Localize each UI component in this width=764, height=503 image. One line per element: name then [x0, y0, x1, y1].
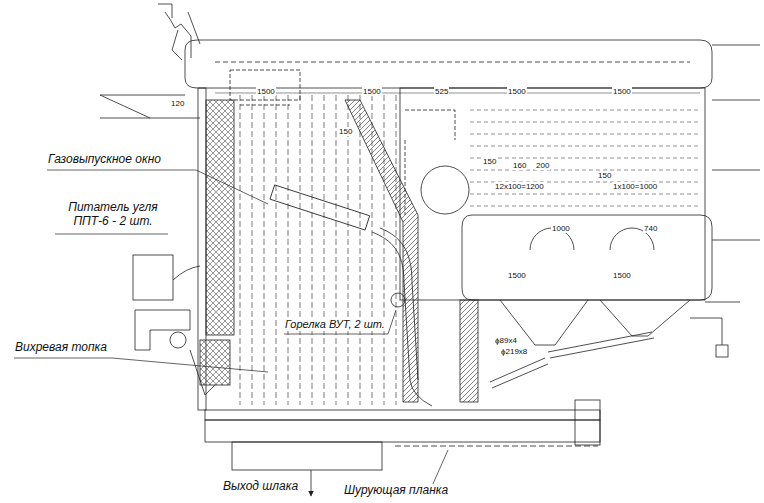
- tube-row: [470, 110, 700, 111]
- platforms: [705, 45, 760, 302]
- cyclone-hoppers: [716, 345, 728, 357]
- upper-drum: [215, 62, 690, 63]
- leader-line: [55, 234, 168, 235]
- dimension-label: 160: [512, 161, 527, 170]
- tube-row: [470, 170, 700, 171]
- burner: [270, 185, 432, 406]
- screen-tube: [324, 95, 325, 405]
- top-piping: [158, 4, 200, 60]
- cyclone-hoppers: [690, 318, 722, 345]
- screen-tube: [276, 95, 277, 405]
- burner: [391, 293, 405, 307]
- dimension-label: 1500: [612, 87, 632, 96]
- platforms: [100, 95, 200, 118]
- dimension-label: 150: [482, 157, 497, 166]
- dimension-label: 1x100=1000: [612, 182, 658, 191]
- dimension-label: 1500: [612, 271, 632, 280]
- convective-section: [400, 88, 705, 300]
- cyclone-hoppers: [490, 300, 728, 388]
- dimension-label: 525: [434, 87, 449, 96]
- dimension-label: 1500: [507, 87, 527, 96]
- dimension-label: 120: [170, 99, 185, 108]
- cyclone-hoppers: [490, 358, 548, 388]
- callout-label: Выход шлака: [222, 480, 299, 494]
- screen-tube: [300, 95, 301, 405]
- partition-wall: [460, 300, 478, 402]
- partition-wall: [345, 100, 478, 402]
- coal-feeder: [190, 350, 215, 395]
- callout-label: Шурующая планка: [343, 484, 449, 498]
- dimension-label: 1500: [256, 87, 276, 96]
- screen-tube: [240, 95, 241, 405]
- grate: [205, 400, 600, 496]
- screen-tube: [264, 95, 265, 405]
- partition-wall: [345, 100, 418, 402]
- leader-line: [14, 170, 448, 486]
- convective-section: [421, 166, 469, 214]
- screen-tube: [252, 95, 253, 405]
- dimension-label: 150: [597, 171, 612, 180]
- dimension-label: ϕ219x8: [500, 347, 528, 356]
- convective-section: [405, 110, 455, 215]
- screen-tube: [288, 95, 289, 405]
- dimension-label: 1000: [551, 224, 571, 233]
- leader-line: [432, 450, 448, 486]
- tube-row: [470, 158, 700, 159]
- furnace-wall: [198, 88, 234, 410]
- upper-drum: [230, 70, 300, 105]
- dimension-label: 1500: [362, 87, 382, 96]
- furnace-wall: [200, 340, 230, 385]
- convective-section: [400, 88, 712, 300]
- coal-feeder: [133, 255, 215, 395]
- grate: [205, 420, 600, 442]
- upper-drum: [185, 40, 712, 105]
- burner: [380, 228, 418, 380]
- grate: [205, 410, 600, 420]
- tube-row: [470, 206, 700, 207]
- dimension-label: 1500: [507, 271, 527, 280]
- callout-label: Питатель угля ППТ-6 - 2 шт.: [58, 201, 168, 229]
- dimension-label: 200: [535, 161, 550, 170]
- cyclone-hoppers: [500, 300, 690, 345]
- dimension-label: 12x100=1200: [494, 182, 545, 191]
- tube-row: [470, 194, 700, 195]
- tube-row: [470, 122, 700, 123]
- convective-section: [470, 110, 700, 206]
- callout-label: Газовыпускное окно: [47, 153, 162, 167]
- furnace-wall: [206, 100, 234, 335]
- dimension-label: 150: [338, 127, 353, 136]
- grate: [232, 442, 382, 470]
- coal-feeder: [135, 266, 200, 350]
- convective-section: [530, 228, 654, 250]
- screen-tube: [312, 95, 313, 405]
- callout-label: Горелка ВУТ, 2 шт.: [284, 318, 386, 331]
- screen-tube: [384, 95, 385, 405]
- leader-line: [47, 170, 268, 204]
- tube-row: [470, 134, 700, 135]
- screen-tube: [360, 95, 361, 405]
- coal-feeder: [170, 332, 186, 348]
- burner: [270, 185, 370, 230]
- platforms: [100, 45, 760, 302]
- tube-row: [470, 146, 700, 147]
- cyclone-hoppers: [548, 332, 654, 358]
- screen-tube: [348, 95, 349, 405]
- upper-drum: [185, 40, 712, 88]
- dimension-label: 740: [643, 224, 658, 233]
- callout-label: Вихревая топка: [14, 341, 108, 355]
- top-piping: [158, 4, 200, 60]
- leader-line: [14, 358, 268, 372]
- screen-tube: [336, 95, 337, 405]
- grate: [311, 470, 312, 496]
- coal-feeder: [133, 255, 173, 300]
- convective-section: [462, 215, 712, 300]
- grate: [395, 446, 598, 447]
- leader-line: [284, 310, 396, 334]
- grate: [575, 400, 600, 445]
- dimension-label: ϕ89x4: [494, 336, 518, 345]
